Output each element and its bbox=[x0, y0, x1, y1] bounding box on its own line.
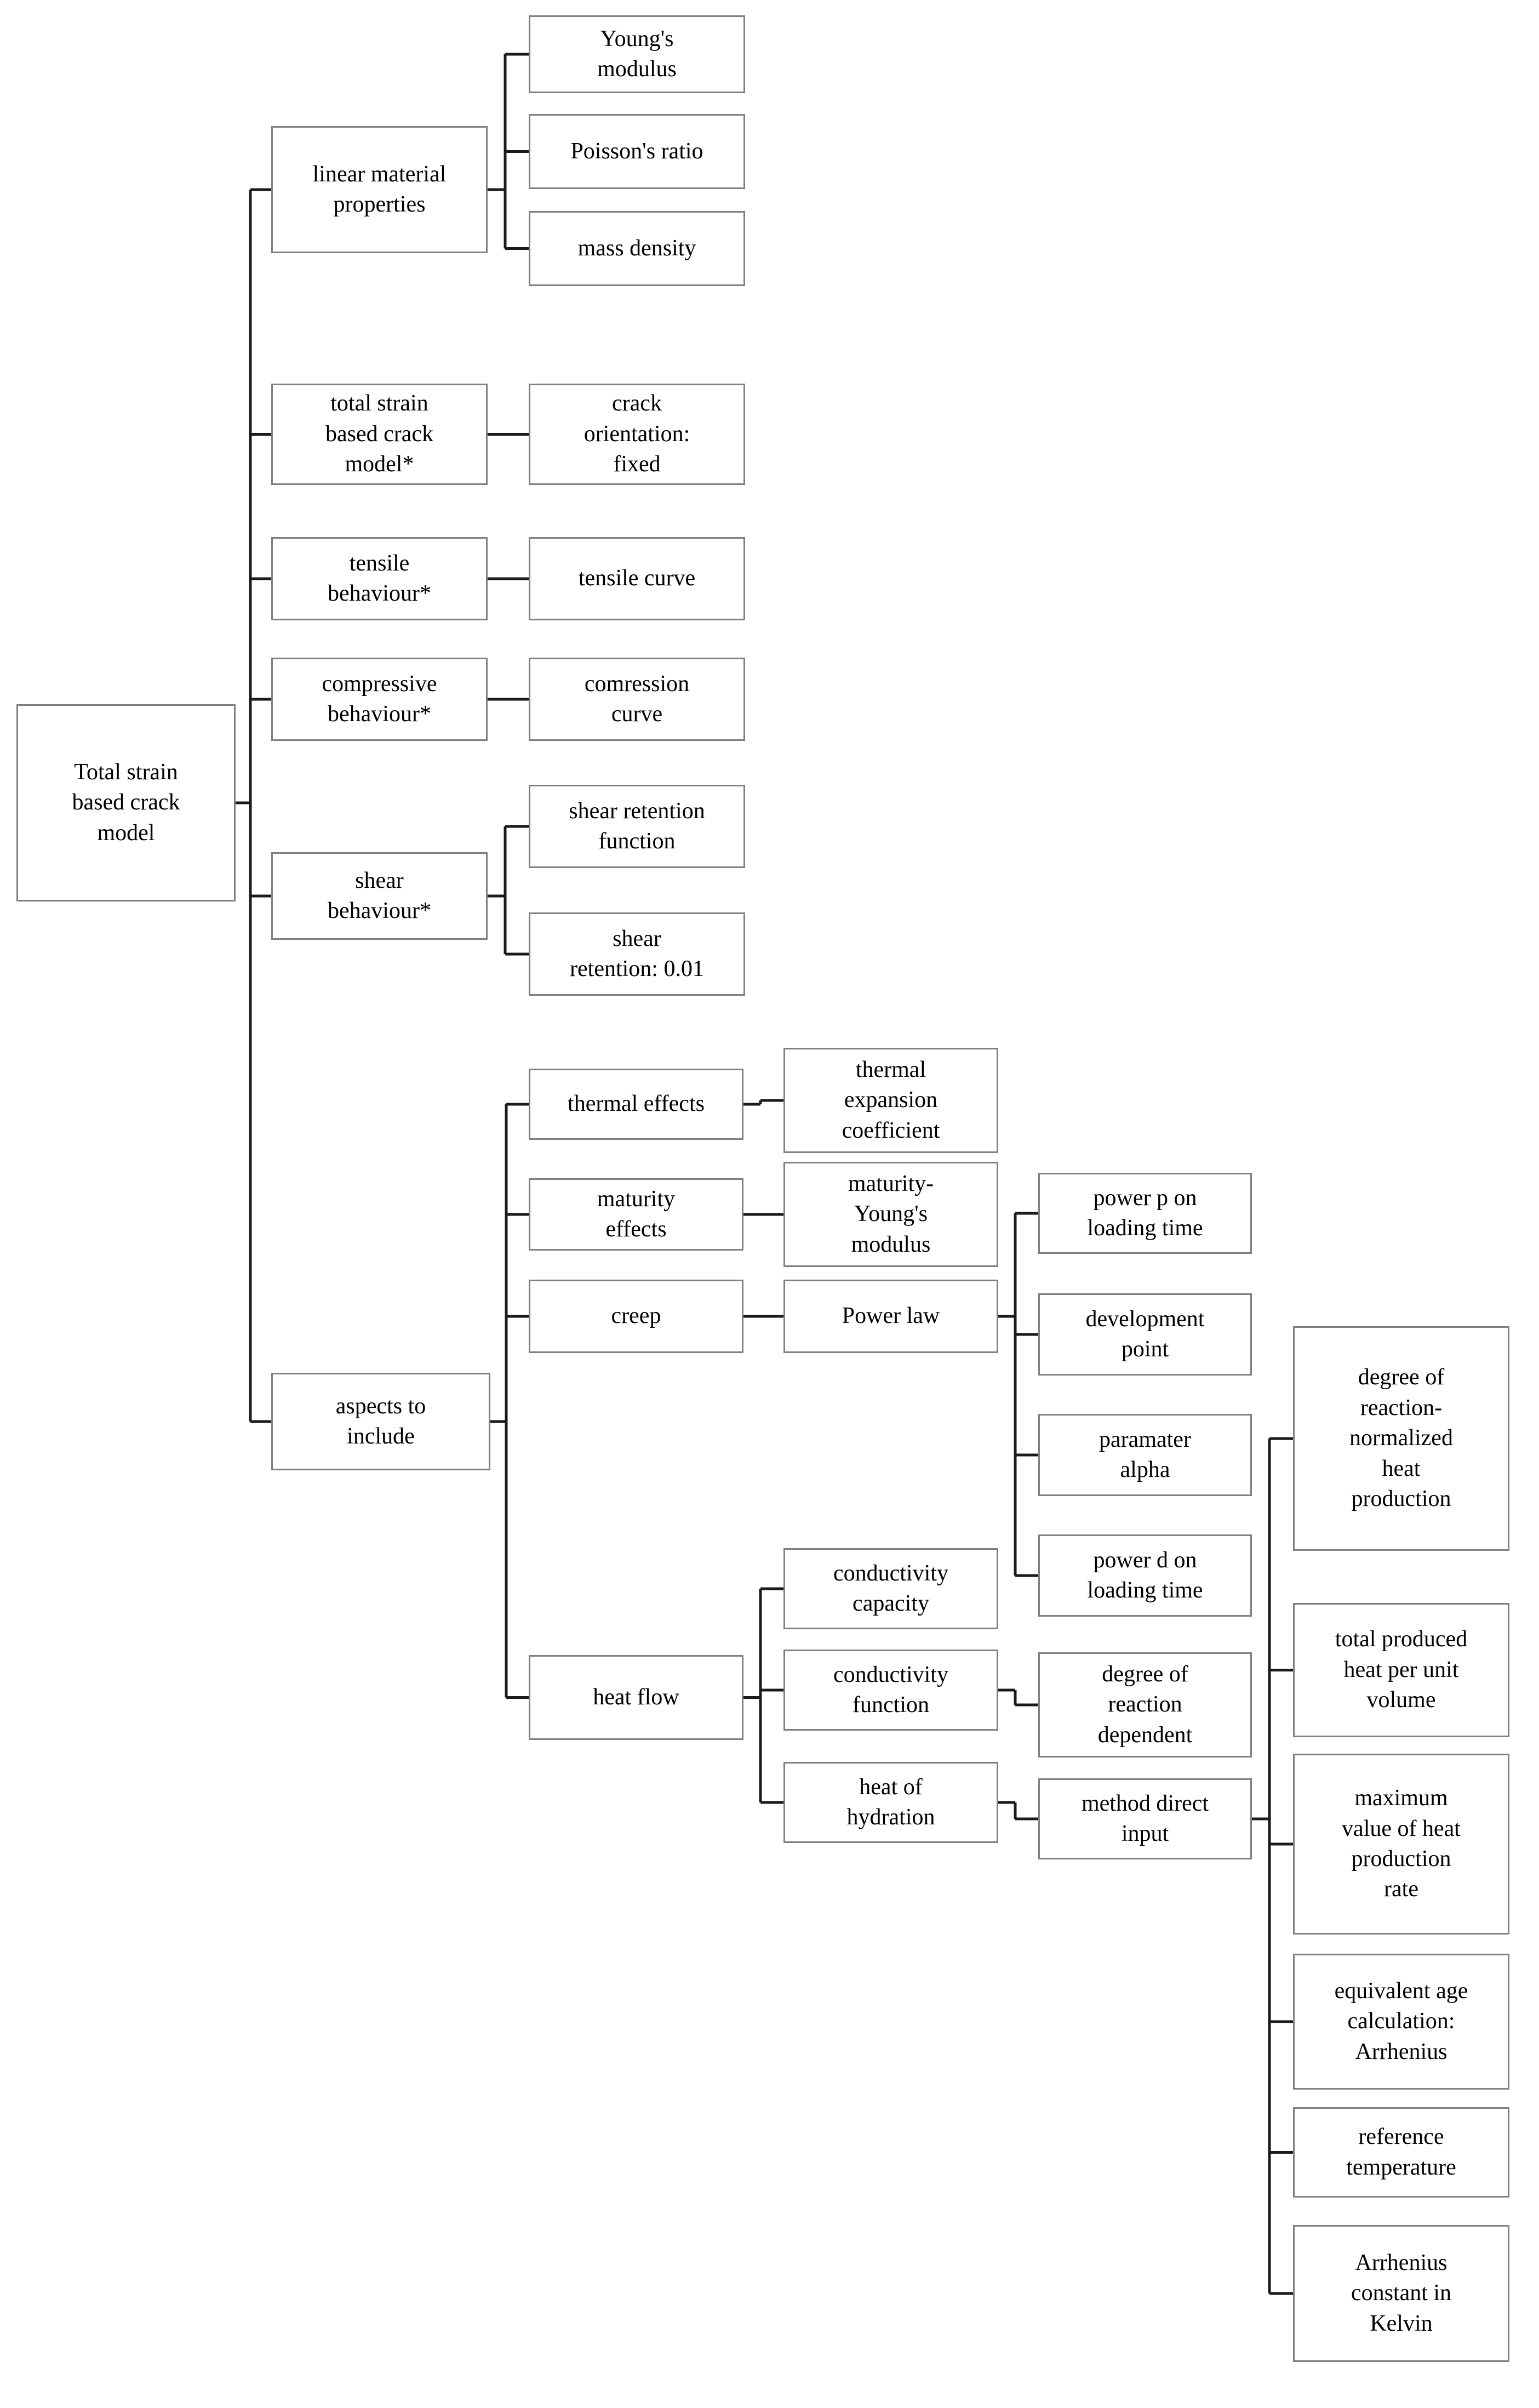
node-param_alpha: paramater alpha bbox=[1038, 1414, 1252, 1496]
node-youngs: Young's modulus bbox=[529, 15, 745, 93]
node-maturity_young: maturity- Young's modulus bbox=[783, 1162, 998, 1267]
node-thermal_exp: thermal expansion coefficient bbox=[783, 1048, 998, 1153]
node-power_d: power d on loading time bbox=[1038, 1534, 1252, 1617]
node-heat_hydration: heat of hydration bbox=[783, 1762, 998, 1843]
node-ts_crack_model: total strain based crack model* bbox=[271, 384, 488, 485]
node-compressive_beh: compressive behaviour* bbox=[271, 658, 488, 741]
node-crack_orient: crack orientation: fixed bbox=[529, 384, 745, 485]
node-poisson: Poisson's ratio bbox=[529, 114, 745, 189]
node-compression_crv: comression curve bbox=[529, 658, 745, 741]
node-thermal_effects: thermal effects bbox=[529, 1069, 743, 1140]
node-shear_beh: shear behaviour* bbox=[271, 852, 488, 940]
node-cond_function: conductivity function bbox=[783, 1650, 998, 1731]
node-shear_ret_func: shear retention function bbox=[529, 785, 745, 868]
node-degree_reaction: degree of reaction dependent bbox=[1038, 1652, 1252, 1758]
node-maturity: maturity effects bbox=[529, 1178, 743, 1251]
node-ref_temp: reference temperature bbox=[1293, 2107, 1509, 2198]
node-power_p: power p on loading time bbox=[1038, 1173, 1252, 1254]
node-aspects: aspects to include bbox=[271, 1373, 490, 1470]
node-total_heat: total produced heat per unit volume bbox=[1293, 1603, 1509, 1737]
node-method_direct: method direct input bbox=[1038, 1778, 1252, 1859]
node-root: Total strain based crack model bbox=[16, 704, 236, 901]
node-equiv_age: equivalent age calculation: Arrhenius bbox=[1293, 1954, 1509, 2090]
node-heat_flow: heat flow bbox=[529, 1655, 743, 1740]
node-creep: creep bbox=[529, 1280, 743, 1353]
node-linear_mat: linear material properties bbox=[271, 126, 488, 253]
node-mass_density: mass density bbox=[529, 211, 745, 286]
node-tensile_beh: tensile behaviour* bbox=[271, 537, 488, 620]
node-shear_ret_001: shear retention: 0.01 bbox=[529, 912, 745, 996]
node-dev_point: development point bbox=[1038, 1293, 1252, 1376]
node-deg_react_norm: degree of reaction- normalized heat prod… bbox=[1293, 1326, 1509, 1551]
node-max_heat_rate: maximum value of heat production rate bbox=[1293, 1754, 1509, 1935]
node-arrhenius_const: Arrhenius constant in Kelvin bbox=[1293, 2225, 1509, 2362]
node-cond_capacity: conductivity capacity bbox=[783, 1548, 998, 1629]
node-tensile_curve: tensile curve bbox=[529, 537, 745, 620]
node-power_law: Power law bbox=[783, 1280, 998, 1353]
